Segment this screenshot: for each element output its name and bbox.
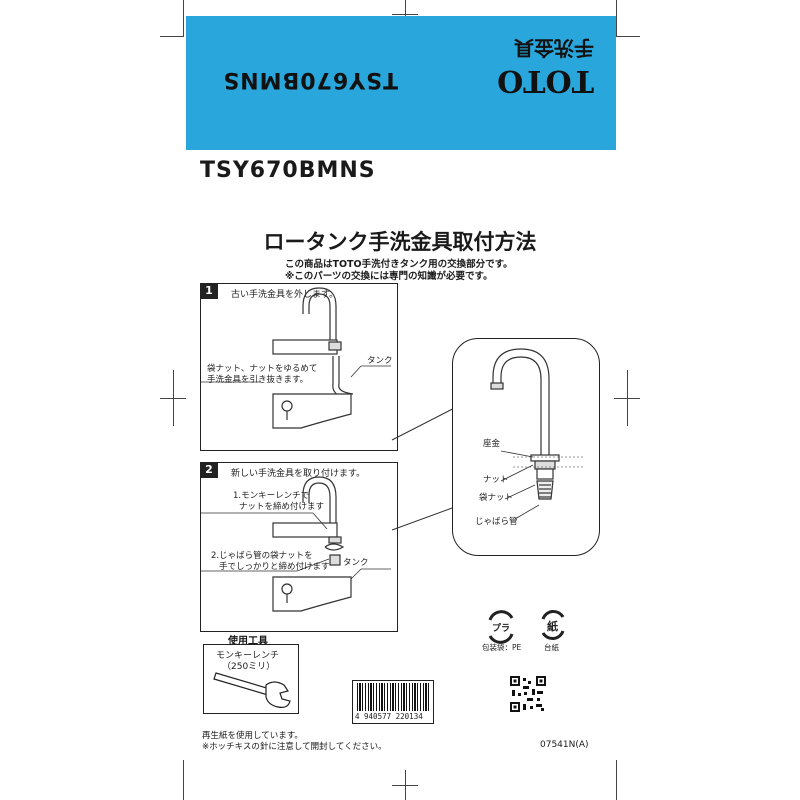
barcode-number: 4 940577 220134 <box>355 712 423 721</box>
tool-name: モンキーレンチ <box>216 651 280 661</box>
wrench-icon <box>213 672 291 708</box>
footer-note: 再生紙を使用しています。 <box>202 731 303 741</box>
crop-mark <box>183 0 184 36</box>
step-note: 2.じゃばら管の袋ナットを <box>211 551 313 561</box>
crop-mark <box>616 36 640 37</box>
intro-line: この商品はTOTO手洗付きタンク用の交換部分です。 <box>285 259 513 270</box>
step-2-illustration <box>201 476 391 612</box>
crop-mark <box>183 760 184 800</box>
crop-mark <box>392 785 418 786</box>
model-title: TSY670BMNS <box>200 158 376 183</box>
step-note: 1.モンキーレンチで <box>233 491 310 501</box>
step-number: 2 <box>200 462 218 478</box>
recycle-arrows-icon <box>541 610 565 640</box>
step-note: 手洗金具を引き抜きます。 <box>207 375 309 385</box>
paper-mark-text: 紙 <box>547 620 558 633</box>
paper-caption: 台紙 <box>544 643 559 652</box>
step-2-panel: 2 新しい手洗金具を取り付けます。 1.モンキーレンチで ナットを締め付けます … <box>200 462 398 632</box>
tools-title: 使用工具 <box>228 636 268 647</box>
recycle-arrows-icon <box>488 610 514 644</box>
crop-mark <box>627 370 628 426</box>
crop-mark <box>616 0 617 36</box>
faucet-detail-illustration <box>490 348 583 520</box>
tank-label: タンク <box>367 356 393 366</box>
step-1-panel: 1 古い手洗金具を外します。 袋ナット、ナットをゆるめて 手洗金具を引き抜きます… <box>200 283 398 451</box>
plastic-recycle-mark: プラ <box>484 610 518 644</box>
barcode: 4 940577 220134 <box>352 680 434 724</box>
paper-recycle-mark: 紙 <box>538 610 568 640</box>
step-note: ナットを締め付けます <box>239 502 325 512</box>
qr-code-image <box>510 676 546 712</box>
step-number: 1 <box>200 283 218 299</box>
part-label: ナット <box>483 475 509 485</box>
step-heading: 新しい手洗金具を取り付けます。 <box>231 469 366 479</box>
tools-panel: モンキーレンチ （250ミリ） <box>203 644 299 714</box>
crop-mark <box>160 36 184 37</box>
plastic-caption: 包装袋：PE <box>482 643 522 652</box>
step-heading: 古い手洗金具を外します。 <box>231 290 339 300</box>
crop-mark <box>405 0 406 30</box>
part-label: 袋ナット <box>479 493 514 503</box>
plastic-mark-text: プラ <box>492 624 511 634</box>
header-banner: TOTO TSY670BMNS 手洗金具 <box>186 16 616 150</box>
barcode-bars <box>357 683 431 711</box>
tool-size: （250ミリ） <box>222 662 276 672</box>
crop-mark <box>616 760 617 800</box>
product-code: 07541N(A) <box>540 740 589 750</box>
step-1-illustration <box>201 287 391 429</box>
part-label: 座金 <box>483 439 501 449</box>
part-label: じゃばら管 <box>475 517 518 527</box>
page-title: ロータンク手洗金具取付方法 <box>263 230 537 254</box>
crop-mark <box>173 370 174 426</box>
qr-code <box>510 676 546 712</box>
tank-label: タンク <box>343 558 369 568</box>
step-note: 手でしっかりと締め付けます <box>219 562 330 572</box>
detail-callout: 座金 ナット 袋ナット じゃばら管 <box>452 338 600 556</box>
crop-mark <box>392 14 418 15</box>
footer-note: ※ホッチキスの針に注意して開封してください。 <box>202 742 387 752</box>
step-note: 袋ナット、ナットをゆるめて <box>207 364 318 374</box>
intro-line: ※このパーツの交換には専門の知識が必要です。 <box>285 271 493 282</box>
